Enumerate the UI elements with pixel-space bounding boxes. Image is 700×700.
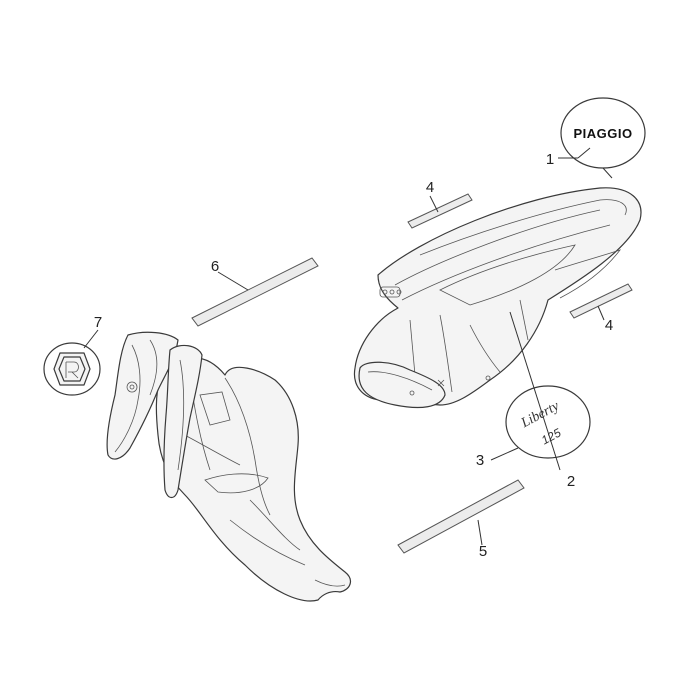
liberty-125-decal: Liberty 125 [505,385,591,459]
piaggio-emblem [43,342,101,396]
callout-2: 2 [567,473,575,490]
callout-4-upper: 4 [426,179,434,196]
strip-decal-5 [397,479,525,554]
piaggio-badge: PIAGGIO [560,97,646,169]
leader-lines [83,147,613,546]
callout-3: 3 [476,452,484,469]
strip-decal-4-lower [569,283,633,319]
strip-decal-6 [191,257,319,327]
callout-5: 5 [479,543,487,560]
piaggio-badge-text: PIAGGIO [573,126,632,141]
rear-body-shell [353,187,642,409]
front-center-cover [106,331,203,499]
callout-4-lower: 4 [605,317,613,334]
strip-decal-4-upper [407,193,473,229]
callout-6: 6 [211,258,219,275]
callout-1: 1 [546,151,554,168]
callout-7: 7 [94,314,102,331]
callout-labels: 1 2 3 4 4 5 6 7 [94,151,613,560]
